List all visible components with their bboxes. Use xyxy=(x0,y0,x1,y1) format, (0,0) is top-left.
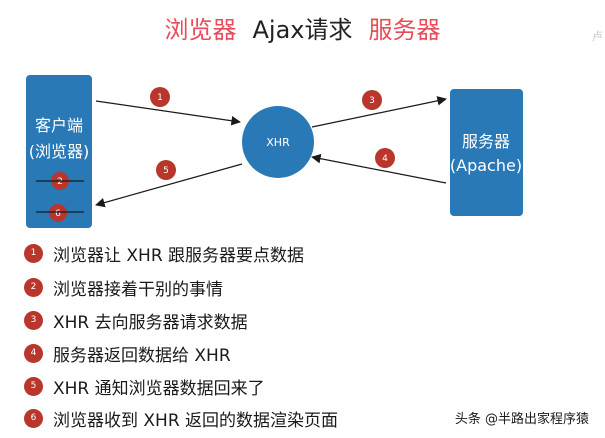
arrow-step-4-number: 4 xyxy=(382,154,388,164)
arrow-step-5-badge xyxy=(156,160,176,180)
step-item-6: 6 浏览器收到 XHR 返回的数据渲染页面 xyxy=(24,404,338,432)
arrow-server-to-xhr xyxy=(311,153,447,184)
diagram-title: 浏览器 Ajax请求服务器 xyxy=(0,12,605,48)
step-item-3: 3 XHR 去向服务器请求数据 xyxy=(24,306,248,334)
step-badge: 4 xyxy=(24,343,43,363)
client-label-line2: (浏览器) xyxy=(29,142,90,161)
arrow-client-to-xhr xyxy=(95,100,241,126)
arrow-step-1-number: 1 xyxy=(157,93,163,103)
step-badge: 3 xyxy=(24,310,43,330)
step-item-2: 2 浏览器接着干别的事情 xyxy=(24,273,223,301)
step-item-5: 5 XHR 通知浏览器数据回来了 xyxy=(24,372,265,400)
step-item-4: 4 服务器返回数据给 XHR xyxy=(24,339,231,367)
step-text: 浏览器接着干别的事情 xyxy=(53,279,223,300)
step-badge: 5 xyxy=(24,376,43,396)
title-browser: 浏览器 xyxy=(164,16,237,44)
arrow-step-5-number: 5 xyxy=(163,166,169,176)
client-label-line1: 客户端 xyxy=(35,116,83,135)
arrow-step-3-number: 3 xyxy=(369,96,375,106)
step-badge: 1 xyxy=(24,243,43,263)
step-badge: 2 xyxy=(24,277,43,297)
xhr-circle xyxy=(242,106,314,178)
arrow-xhr-to-server xyxy=(311,96,447,128)
arrow-step-4-badge xyxy=(375,148,395,168)
step-badge: 6 xyxy=(24,408,43,428)
step-item-1: 1 浏览器让 XHR 跟服务器要点数据 xyxy=(24,239,304,267)
step-text: XHR 通知浏览器数据回来了 xyxy=(53,378,265,399)
server-box xyxy=(450,89,523,216)
step-text: 浏览器让 XHR 跟服务器要点数据 xyxy=(53,245,305,266)
client-step-2-number: 2 xyxy=(57,177,63,187)
client-step-6-number: 6 xyxy=(55,209,61,219)
arrow-step-3-badge xyxy=(362,90,382,110)
edge-glyph: 卢 xyxy=(592,30,603,43)
title-server: 服务器 xyxy=(368,16,441,44)
client-step-6-badge xyxy=(49,204,67,222)
step-text: 浏览器收到 XHR 返回的数据渲染页面 xyxy=(53,410,339,431)
watermark: 头条 @半路出家程序猿 xyxy=(450,407,593,428)
arrow-step-1-badge xyxy=(150,87,170,107)
client-box xyxy=(26,75,92,228)
title-ajax: Ajax请求 xyxy=(252,16,353,44)
step-text: XHR 去向服务器请求数据 xyxy=(53,312,248,333)
step-text: 服务器返回数据给 XHR xyxy=(53,345,231,366)
server-label-line1: 服务器 xyxy=(462,132,510,151)
arrow-xhr-to-client xyxy=(95,163,243,208)
xhr-label: XHR xyxy=(266,136,290,149)
server-label-line2: (Apache) xyxy=(450,156,522,175)
